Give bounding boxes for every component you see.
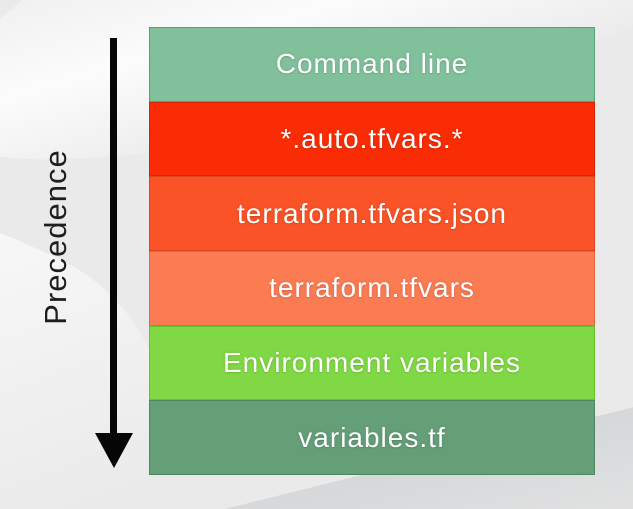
down-arrow-head (95, 433, 133, 468)
stack-row-label: terraform.tfvars.json (237, 197, 507, 229)
stack-row-auto-tfvars: *.auto.tfvars.* (149, 101, 595, 177)
stack-row-environment-variables: Environment variables (149, 325, 595, 401)
stack-row-label: *.auto.tfvars.* (280, 123, 464, 154)
precedence-stack: Command line *.auto.tfvars.* terraform.t… (149, 27, 595, 476)
stack-row-label: Environment variables (222, 347, 522, 379)
stack-row-label: variables.tf (298, 421, 446, 453)
stack-row-label: Command line (275, 48, 469, 80)
stack-row-command-line: Command line (149, 27, 595, 102)
stack-row-terraform-tfvars-json: terraform.tfvars.json (149, 176, 595, 252)
stack-row-label: terraform.tfvars (269, 272, 475, 304)
stack-row-terraform-tfvars: terraform.tfvars (149, 251, 595, 326)
stack-row-variables-tf: variables.tf (149, 400, 595, 476)
precedence-axis-label: Precedence (38, 149, 73, 325)
down-arrow-shaft (110, 38, 117, 435)
